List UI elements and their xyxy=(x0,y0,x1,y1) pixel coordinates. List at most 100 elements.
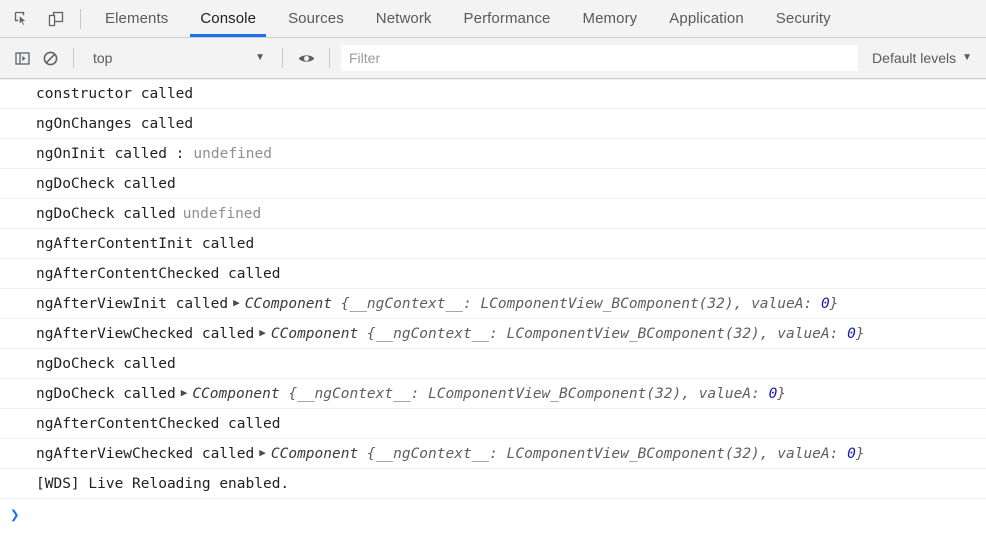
console-message-text: ngAfterContentChecked called xyxy=(36,415,281,432)
expand-object-arrow-icon[interactable]: ▶ xyxy=(180,386,188,399)
object-class-name: CComponent xyxy=(244,295,332,312)
object-preview[interactable]: CComponent {__ngContext__: LComponentVie… xyxy=(192,386,786,402)
object-separator: : xyxy=(410,385,429,402)
tab-memory[interactable]: Memory xyxy=(567,0,654,37)
tab-network-label: Network xyxy=(375,10,432,27)
tab-performance-label: Performance xyxy=(463,10,551,27)
object-key-valuea: valueA xyxy=(777,445,830,462)
object-class-name: CComponent xyxy=(270,325,359,342)
tab-security-label: Security xyxy=(775,10,831,27)
console-message-row[interactable]: ngAfterViewChecked called▶CComponent {__… xyxy=(0,439,986,469)
object-key-valuea: valueA xyxy=(698,385,752,402)
toolbar-divider-1 xyxy=(73,48,74,68)
object-comma: , xyxy=(759,325,778,342)
console-sidebar-icon[interactable] xyxy=(8,44,36,72)
console-message-text: ngDoCheck called xyxy=(36,385,176,402)
object-comma: , xyxy=(759,445,778,462)
undefined-value: undefined xyxy=(193,145,272,162)
tabbar-divider xyxy=(80,9,81,29)
object-separator: : xyxy=(751,385,769,402)
inspect-element-icon[interactable] xyxy=(8,5,36,33)
expand-object-arrow-icon[interactable]: ▶ xyxy=(259,446,266,459)
object-separator: : xyxy=(829,325,848,342)
tab-network[interactable]: Network xyxy=(360,0,448,37)
tab-console[interactable]: Console xyxy=(184,0,272,37)
object-comma: , xyxy=(681,385,699,402)
console-message-row[interactable]: ngDoCheck called ▶ CComponent {__ngContext… xyxy=(0,379,986,409)
devtools-tabbar: Elements Console Sources Network Perform… xyxy=(0,0,986,38)
console-message-row[interactable]: ngAfterContentChecked called xyxy=(0,259,986,289)
console-message-row[interactable]: constructor called xyxy=(0,79,986,109)
object-preview[interactable]: CComponent {__ngContext__: LComponentVie… xyxy=(245,296,839,312)
object-value-valuea: 0 xyxy=(847,325,856,342)
object-open-brace: { xyxy=(358,325,376,342)
console-message-row[interactable]: ngOnInit called : undefined xyxy=(0,139,986,169)
tab-security[interactable]: Security xyxy=(760,0,847,37)
object-value-ngcontext: LComponentView_BComponent(32) xyxy=(506,445,760,462)
object-preview[interactable]: CComponent {__ngContext__: LComponentVie… xyxy=(271,446,865,462)
object-preview[interactable]: CComponent {__ngContext__: LComponentVie… xyxy=(271,326,865,342)
console-prompt-input[interactable] xyxy=(27,506,986,524)
object-close-brace: } xyxy=(855,325,865,342)
object-key-ngcontext: __ngContext__ xyxy=(375,445,490,462)
expand-object-arrow-icon[interactable]: ▶ xyxy=(259,326,266,339)
console-message-row[interactable]: ngAfterContentChecked called xyxy=(0,409,986,439)
panel-tabs: Elements Console Sources Network Perform… xyxy=(89,0,847,37)
tab-performance[interactable]: Performance xyxy=(448,0,567,37)
console-message-row[interactable]: ngAfterViewChecked called ▶ CComponent {__… xyxy=(0,319,986,349)
console-message-row[interactable]: ngAfterViewInit called ▶ CComponent {__ngC… xyxy=(0,289,986,319)
console-message-text: ngOnInit called : xyxy=(36,145,185,162)
object-separator: : xyxy=(803,295,821,312)
device-toolbar-icon[interactable] xyxy=(42,5,70,33)
object-separator: : xyxy=(829,445,848,462)
tab-console-label: Console xyxy=(200,10,257,27)
execution-context-select[interactable]: top ▼ xyxy=(83,45,273,71)
object-value-valuea: 0 xyxy=(768,385,778,402)
console-message-row[interactable]: ngOnChanges called xyxy=(0,109,986,139)
object-separator: : xyxy=(489,445,507,462)
object-open-brace: { xyxy=(279,385,298,402)
console-message-text: ngDoCheck called xyxy=(36,355,176,372)
clear-console-icon[interactable] xyxy=(36,44,64,72)
console-message-row[interactable]: [WDS] Live Reloading enabled. xyxy=(0,469,986,499)
object-class-name: CComponent xyxy=(192,385,280,402)
console-message-list[interactable]: constructor called ngOnChanges called ngOn… xyxy=(0,79,986,542)
tab-sources-label: Sources xyxy=(288,10,344,27)
log-levels-label: Default levels xyxy=(872,50,957,66)
console-message-text: ngAfterContentInit called xyxy=(36,235,255,252)
expand-object-arrow-icon[interactable]: ▶ xyxy=(233,296,240,309)
undefined-value: undefined xyxy=(182,205,262,222)
console-message-text: ngDoCheck called xyxy=(36,175,176,192)
console-message-text: ngAfterViewChecked called xyxy=(36,325,255,342)
live-expression-eye-icon[interactable] xyxy=(292,44,320,72)
console-prompt[interactable]: ❯ xyxy=(0,499,986,531)
tab-application[interactable]: Application xyxy=(653,0,759,37)
tab-elements[interactable]: Elements xyxy=(89,0,184,37)
object-open-brace: { xyxy=(358,445,376,462)
console-message-text: ngAfterViewInit called xyxy=(36,295,229,312)
chevron-down-icon: ▼ xyxy=(962,52,972,63)
console-toolbar: top ▼ Default levels ▼ xyxy=(0,38,986,79)
console-message-row[interactable]: ngAfterContentInit called xyxy=(0,229,986,259)
console-message-text: ngAfterContentChecked called xyxy=(36,265,281,282)
console-message-row[interactable]: ngDoCheck called xyxy=(0,169,986,199)
console-message-row[interactable]: ngDoCheck called xyxy=(0,349,986,379)
filter-input[interactable] xyxy=(341,45,859,71)
object-key-valuea: valueA xyxy=(751,295,804,312)
object-value-valuea: 0 xyxy=(847,445,856,462)
object-class-name: CComponent xyxy=(270,445,359,462)
log-levels-dropdown[interactable]: Default levels ▼ xyxy=(858,50,986,66)
console-message-text: ngOnChanges called xyxy=(36,115,194,132)
object-value-ngcontext: LComponentView_BComponent(32) xyxy=(480,295,734,312)
tab-sources[interactable]: Sources xyxy=(272,0,360,37)
object-comma: , xyxy=(733,295,752,312)
object-key-ngcontext: __ngContext__ xyxy=(375,325,490,342)
object-close-brace: } xyxy=(777,385,787,402)
object-key-valuea: valueA xyxy=(777,325,830,342)
tabbar-left-icons xyxy=(0,0,70,37)
execution-context-value: top xyxy=(93,50,113,66)
tab-application-label: Application xyxy=(669,10,744,27)
tab-memory-label: Memory xyxy=(582,10,638,27)
